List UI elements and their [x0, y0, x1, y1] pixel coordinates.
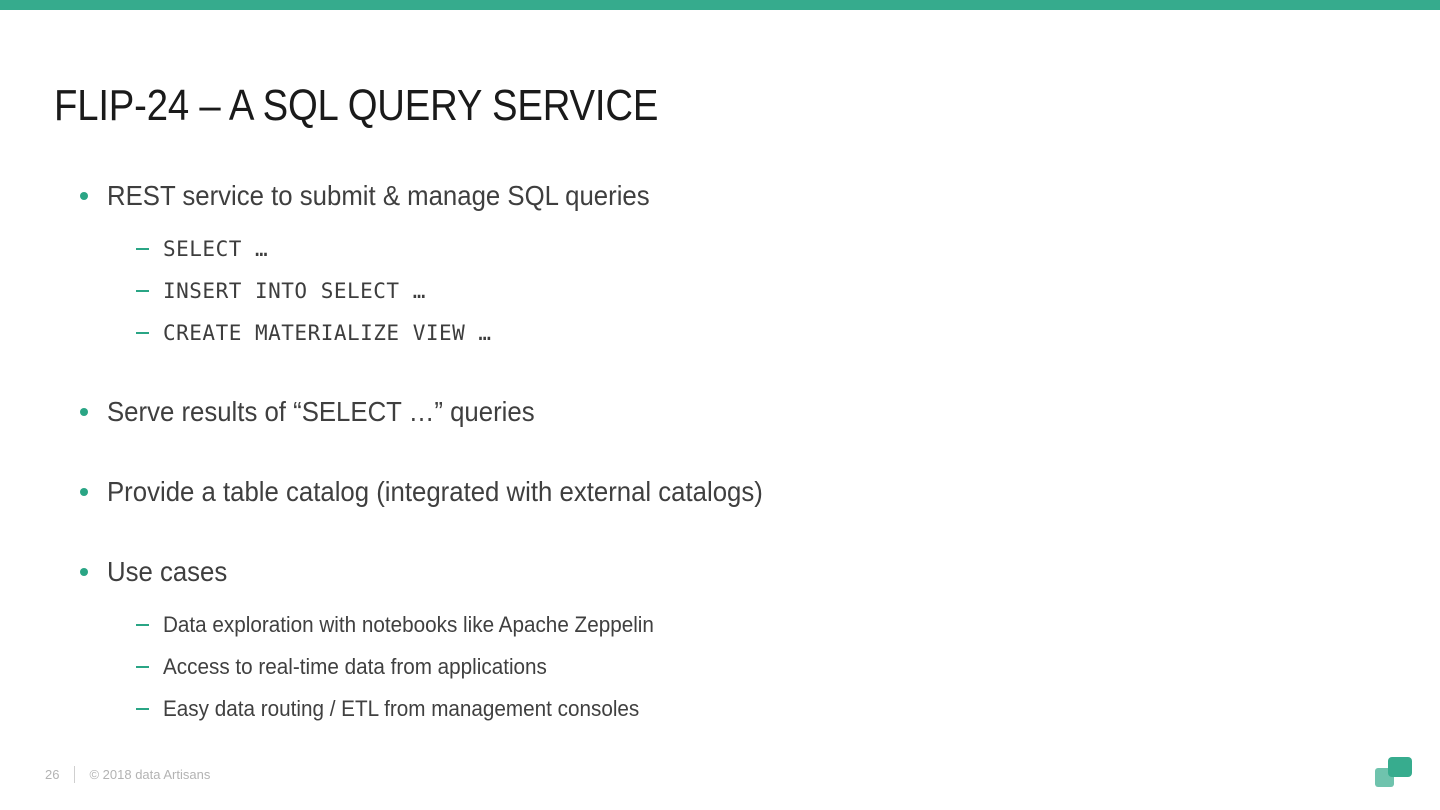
list-item: REST service to submit & manage SQL quer…: [80, 176, 1380, 216]
bullet-block: Provide a table catalog (integrated with…: [80, 472, 1380, 512]
sub-bullet-label: Access to real-time data from applicatio…: [163, 654, 547, 679]
dash-icon: [136, 290, 149, 292]
list-item: SELECT …: [136, 228, 1380, 270]
list-item: Easy data routing / ETL from management …: [136, 688, 1380, 730]
list-item: Data exploration with notebooks like Apa…: [136, 604, 1380, 646]
dash-icon: [136, 248, 149, 250]
footer-divider: [74, 765, 76, 783]
logo-square-front: [1388, 757, 1412, 777]
bullet-label: Serve results of “SELECT …” queries: [107, 396, 535, 427]
top-accent-bar: [0, 0, 1440, 10]
bullet-block: REST service to submit & manage SQL quer…: [80, 176, 1380, 354]
bullet-dot-icon: [80, 192, 88, 200]
bullet-block: Serve results of “SELECT …” queries: [80, 392, 1380, 432]
bullet-dot-icon: [80, 488, 88, 496]
copyright-text: © 2018 data Artisans: [89, 766, 211, 782]
bullet-label: Use cases: [107, 556, 228, 587]
sub-bullet-label: INSERT INTO SELECT …: [163, 279, 426, 303]
list-item: Provide a table catalog (integrated with…: [80, 472, 1380, 512]
sub-bullet-label: Data exploration with notebooks like Apa…: [163, 612, 654, 637]
sub-bullet-label: SELECT …: [163, 237, 269, 261]
dash-icon: [136, 332, 149, 334]
slide-content: REST service to submit & manage SQL quer…: [80, 176, 1380, 730]
bullet-dot-icon: [80, 568, 88, 576]
list-item: INSERT INTO SELECT …: [136, 270, 1380, 312]
sub-bullet-label: CREATE MATERIALIZE VIEW …: [163, 321, 492, 345]
dash-icon: [136, 666, 149, 668]
list-item: Access to real-time data from applicatio…: [136, 646, 1380, 688]
page-title: FLIP-24 – A SQL QUERY SERVICE: [54, 81, 659, 131]
page-number: 26: [45, 766, 60, 782]
dash-icon: [136, 708, 149, 710]
bullet-label: Provide a table catalog (integrated with…: [107, 476, 763, 507]
bullet-dot-icon: [80, 408, 88, 416]
data-artisans-logo: [1372, 752, 1416, 792]
bullet-block: Use cases Data exploration with notebook…: [80, 552, 1380, 730]
list-item: CREATE MATERIALIZE VIEW …: [136, 312, 1380, 354]
list-item: Serve results of “SELECT …” queries: [80, 392, 1380, 432]
slide-footer: 26 © 2018 data Artisans: [45, 765, 210, 783]
list-item: Use cases: [80, 552, 1380, 592]
bullet-label: REST service to submit & manage SQL quer…: [107, 180, 650, 211]
sub-bullet-label: Easy data routing / ETL from management …: [163, 696, 640, 721]
dash-icon: [136, 624, 149, 626]
